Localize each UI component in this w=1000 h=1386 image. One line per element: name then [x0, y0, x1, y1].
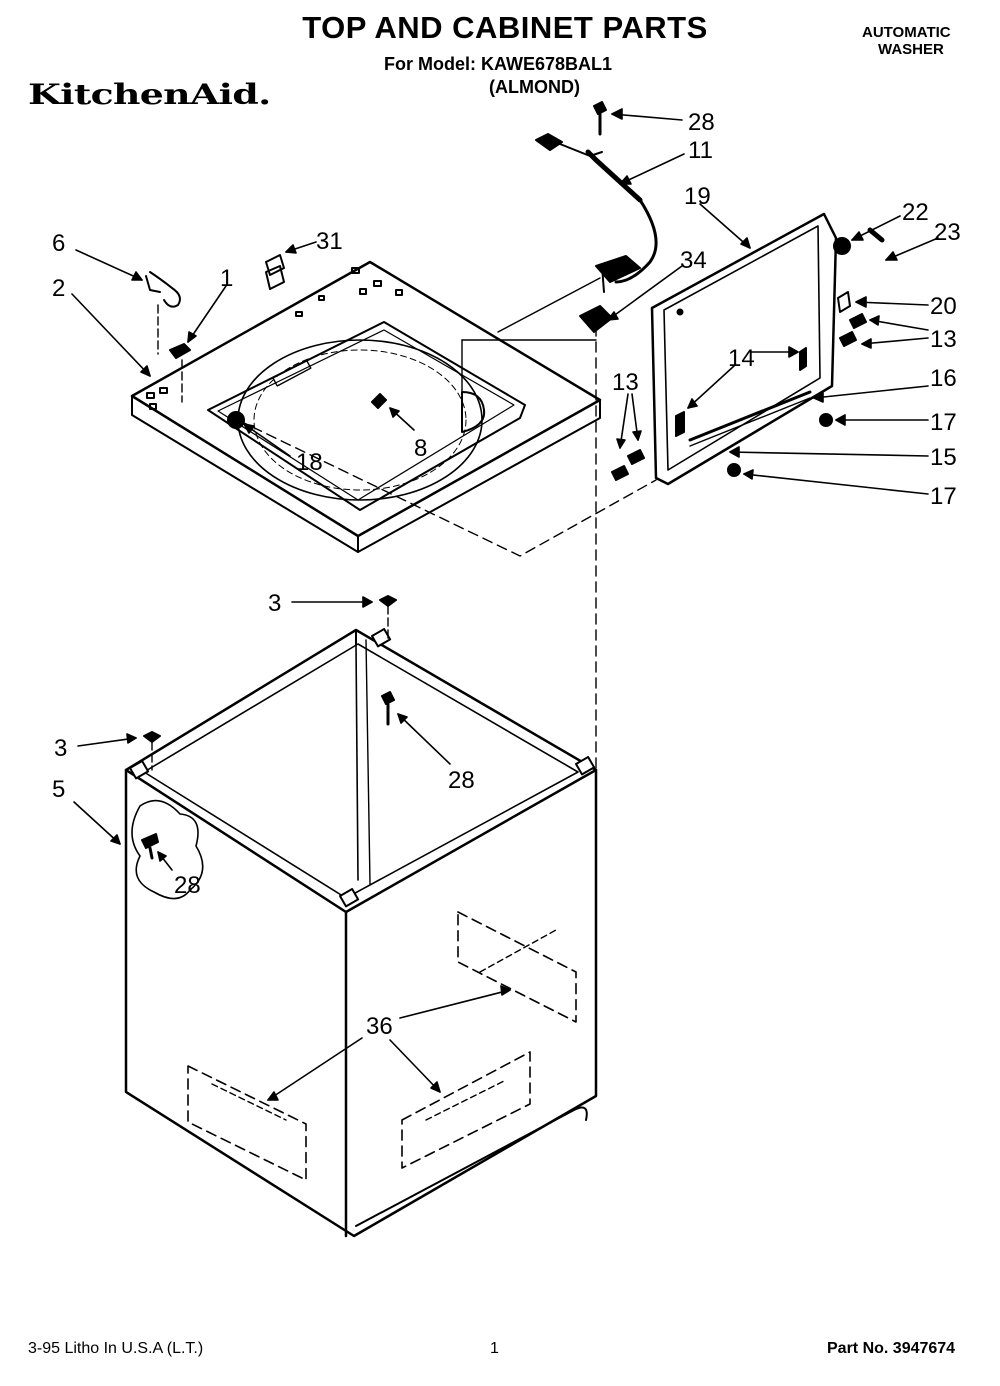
leader-lines [71, 108, 939, 1101]
model-line: For Model: KAWE678BAL1 [384, 54, 613, 74]
console-frame [611, 212, 885, 486]
callout-34: 34 [680, 247, 707, 274]
callout-14: 14 [728, 345, 755, 372]
brand-logo: KitchenAid. [28, 78, 271, 111]
lid-switch-harness [461, 133, 658, 783]
callout-20: 20 [930, 293, 957, 320]
callout-5: 5 [52, 776, 65, 803]
callout-16: 16 [930, 365, 957, 392]
callout-2: 2 [52, 275, 65, 302]
footer-page-number: 1 [490, 1340, 499, 1357]
footer-print-info: 3-95 Litho In U.S.A (L.T.) [28, 1340, 204, 1357]
callout-3b: 3 [54, 735, 67, 762]
product-type-line1: AUTOMATIC [862, 24, 951, 41]
callout-3a: 3 [268, 590, 281, 617]
washer-top [130, 260, 602, 553]
callout-8: 8 [414, 435, 427, 462]
callout-23: 23 [934, 219, 961, 246]
callout-11: 11 [688, 137, 713, 164]
callout-15: 15 [930, 444, 957, 471]
product-type-line2: WASHER [878, 41, 944, 58]
callout-13b: 13 [612, 369, 639, 396]
callout-28a: 28 [688, 109, 715, 136]
footer-part-number: Part No. 3947674 [827, 1340, 956, 1357]
callout-6: 6 [52, 230, 65, 257]
callout-22: 22 [902, 199, 929, 226]
callout-17a: 17 [930, 409, 957, 436]
callout-19: 19 [684, 183, 711, 210]
callout-28c: 28 [174, 872, 201, 899]
callout-31: 31 [316, 228, 343, 255]
callout-28b: 28 [448, 767, 475, 794]
callout-numbers: 28 11 19 22 23 6 31 1 2 34 20 13 14 16 1… [52, 109, 961, 1040]
page-title: TOP AND CABINET PARTS [302, 10, 708, 45]
callout-1: 1 [220, 265, 233, 292]
cabinet [124, 628, 598, 1238]
callout-17b: 17 [930, 483, 957, 510]
callout-18: 18 [296, 449, 323, 476]
clip-part-6 [149, 271, 181, 308]
color-line: (ALMOND) [489, 77, 580, 97]
callout-36: 36 [366, 1013, 393, 1040]
callout-13a: 13 [930, 326, 957, 353]
